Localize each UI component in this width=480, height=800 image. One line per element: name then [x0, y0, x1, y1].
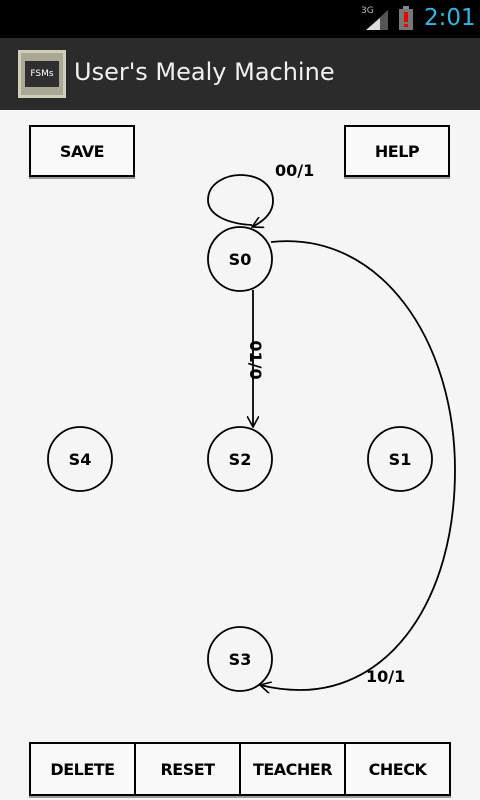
battery-alert-icon	[399, 6, 413, 30]
save-button[interactable]: SAVE	[29, 125, 135, 177]
page-title: User's Mealy Machine	[74, 58, 335, 86]
status-bar: 3G 2:01	[0, 0, 480, 38]
state-label: S4	[69, 450, 92, 469]
delete-button[interactable]: DELETE	[31, 744, 136, 794]
transition-label-s0-s2: 01/0	[246, 340, 265, 379]
check-button[interactable]: CHECK	[368, 759, 427, 779]
bottom-toolbar: DELETE RESET TEACHER CHECK	[29, 742, 451, 796]
teacher-button[interactable]: TEACHER	[241, 744, 346, 794]
transition-s0-s3[interactable]	[260, 240, 456, 690]
network-type: 3G	[361, 6, 374, 16]
action-bar: FSMs User's Mealy Machine	[0, 38, 480, 110]
app-icon[interactable]: FSMs	[18, 50, 66, 98]
state-label: S1	[389, 450, 412, 469]
transition-s0-s0[interactable]	[207, 174, 274, 227]
state-label: S2	[229, 450, 252, 469]
state-label: S0	[229, 250, 252, 269]
fsm-canvas[interactable]: 00/1 01/0 10/1 S0 S4 S2 S1 S3	[0, 110, 480, 740]
transition-label-s0-s3: 10/1	[366, 667, 405, 686]
signal-icon	[366, 10, 388, 30]
state-label: S3	[229, 650, 252, 669]
state-s0[interactable]: S0	[207, 226, 273, 292]
help-button[interactable]: HELP	[344, 125, 450, 177]
state-s4[interactable]: S4	[47, 426, 113, 492]
app-icon-label: FSMs	[25, 61, 59, 87]
transition-label-s0-s0: 00/1	[275, 161, 314, 180]
reset-button[interactable]: RESET	[136, 744, 241, 794]
state-s3[interactable]: S3	[207, 626, 273, 692]
state-s1[interactable]: S1	[367, 426, 433, 492]
clock: 2:01	[424, 5, 476, 31]
state-s2[interactable]: S2	[207, 426, 273, 492]
